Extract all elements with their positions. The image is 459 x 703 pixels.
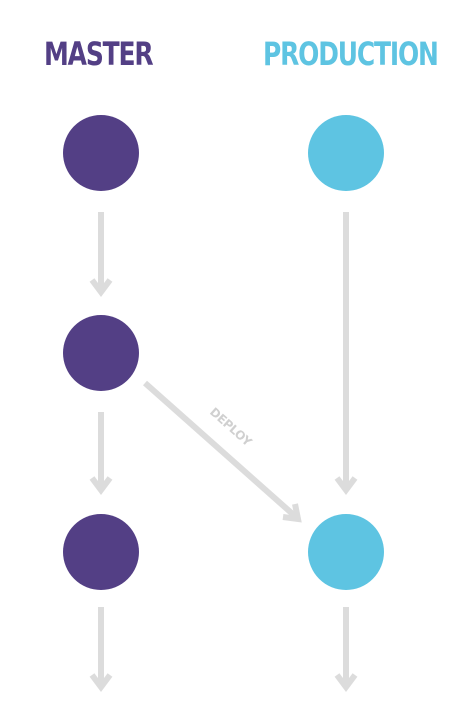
production-commit-1 [308, 115, 384, 191]
production-arrow-2 [334, 607, 358, 692]
master-arrow-1 [89, 212, 113, 297]
master-commit-3 [63, 514, 139, 590]
production-commit-2 [308, 514, 384, 590]
production-arrow-1 [334, 212, 358, 495]
master-commit-1 [63, 115, 139, 191]
deploy-arrow [143, 380, 302, 523]
master-arrow-2 [89, 412, 113, 495]
master-column-title: MASTER [44, 35, 154, 73]
production-column-title: PRODUCTION [263, 35, 439, 73]
master-commit-2 [63, 315, 139, 391]
master-arrow-3 [89, 607, 113, 692]
